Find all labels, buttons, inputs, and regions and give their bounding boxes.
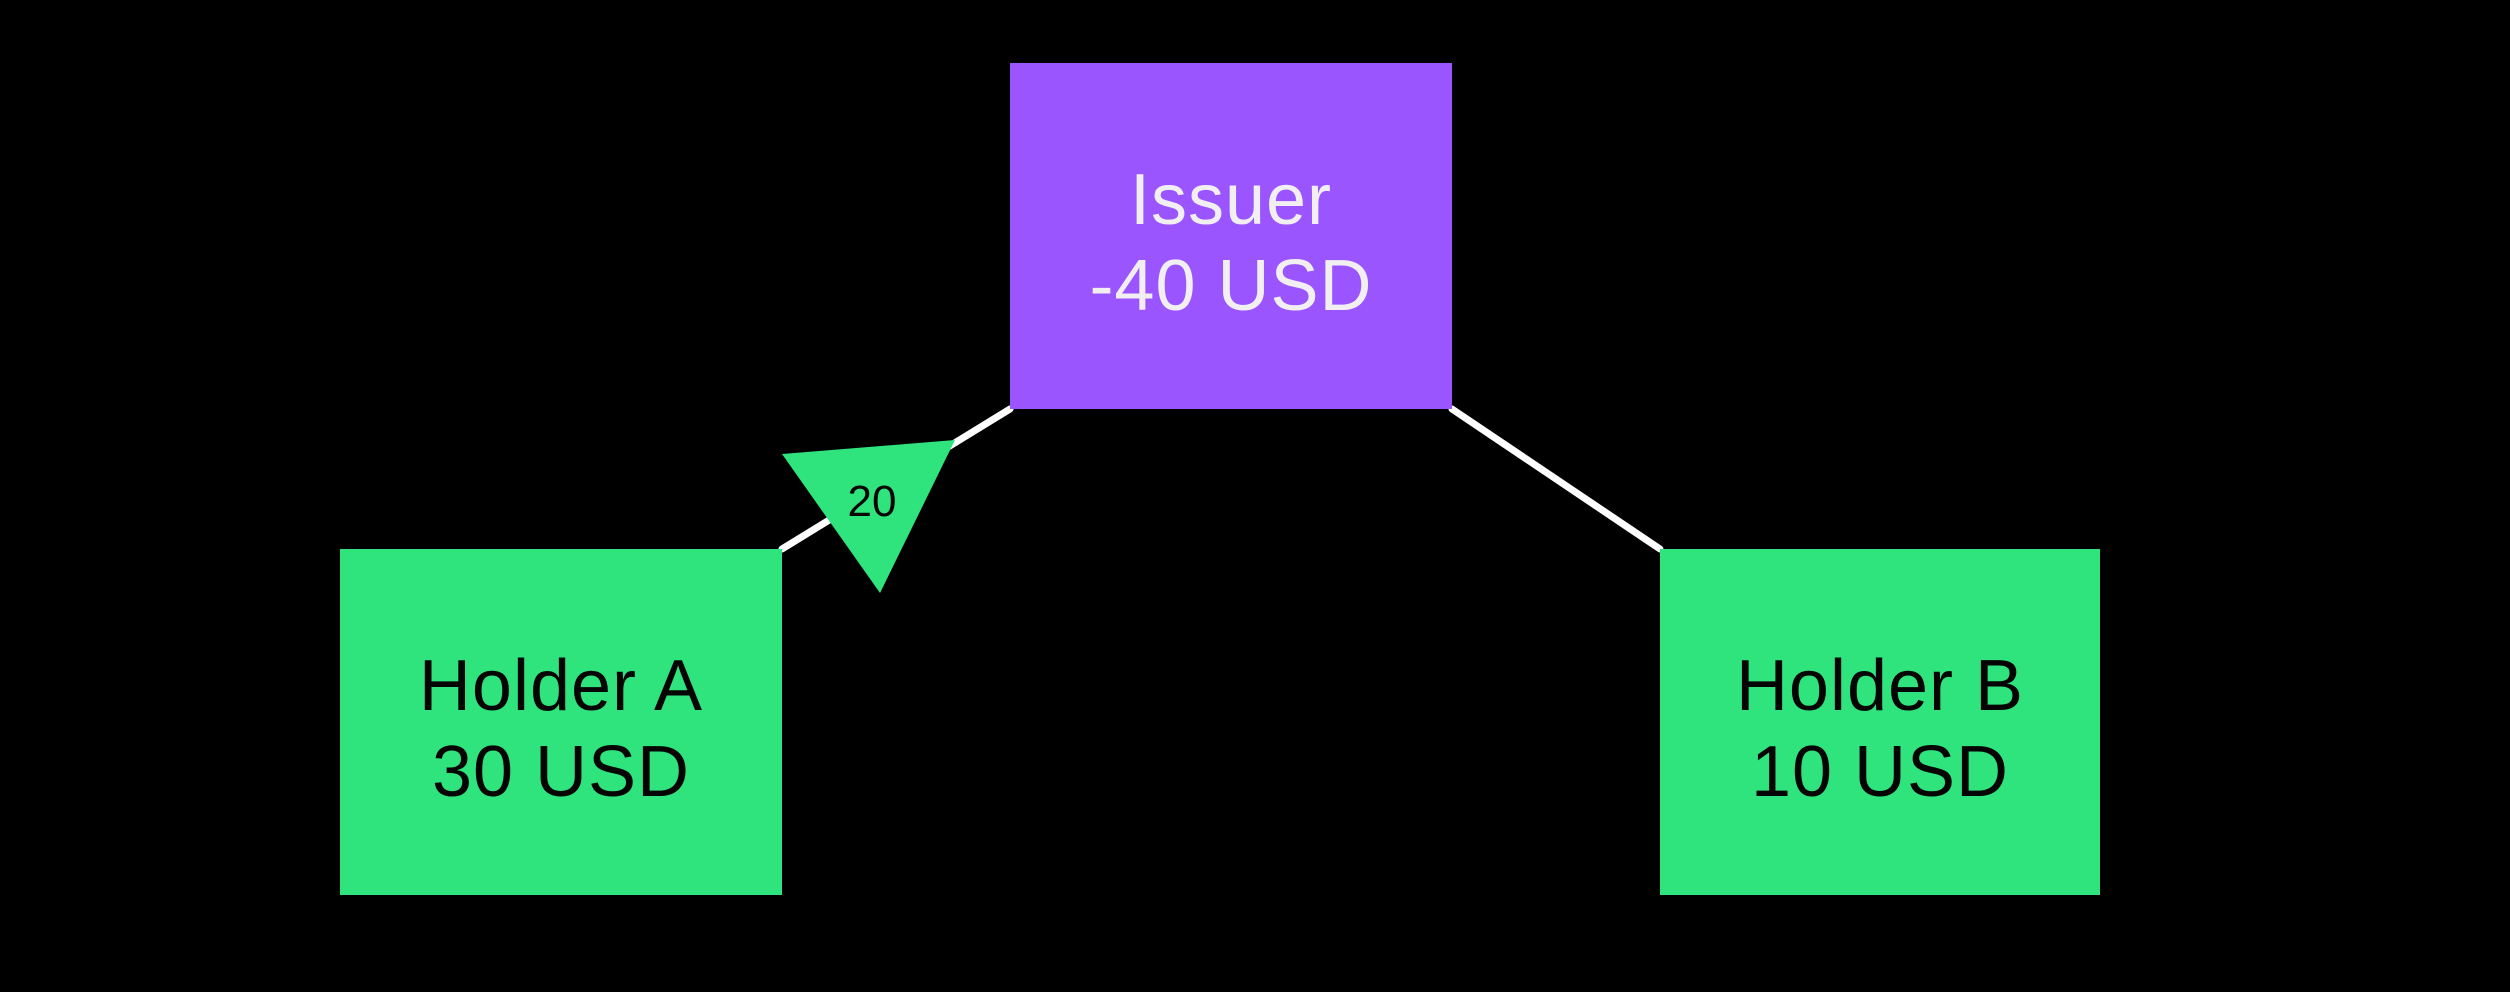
transfer-arrowhead-icon <box>782 440 955 593</box>
node-holder-a: Holder A 30 USD <box>340 549 782 895</box>
node-holder-b: Holder B 10 USD <box>1660 549 2100 895</box>
node-balance-label: 30 USD <box>431 732 691 812</box>
edge-issuer-to-holder-b <box>1448 405 1664 553</box>
node-issuer: Issuer -40 USD <box>1010 63 1452 409</box>
transfer-amount-label: 20 <box>848 477 897 526</box>
node-name-label: Issuer <box>1129 160 1333 240</box>
node-name-label: Holder B <box>1735 646 2025 726</box>
node-balance-label: 10 USD <box>1750 732 2010 812</box>
node-name-label: Holder A <box>418 646 704 726</box>
node-balance-label: -40 USD <box>1089 246 1373 326</box>
